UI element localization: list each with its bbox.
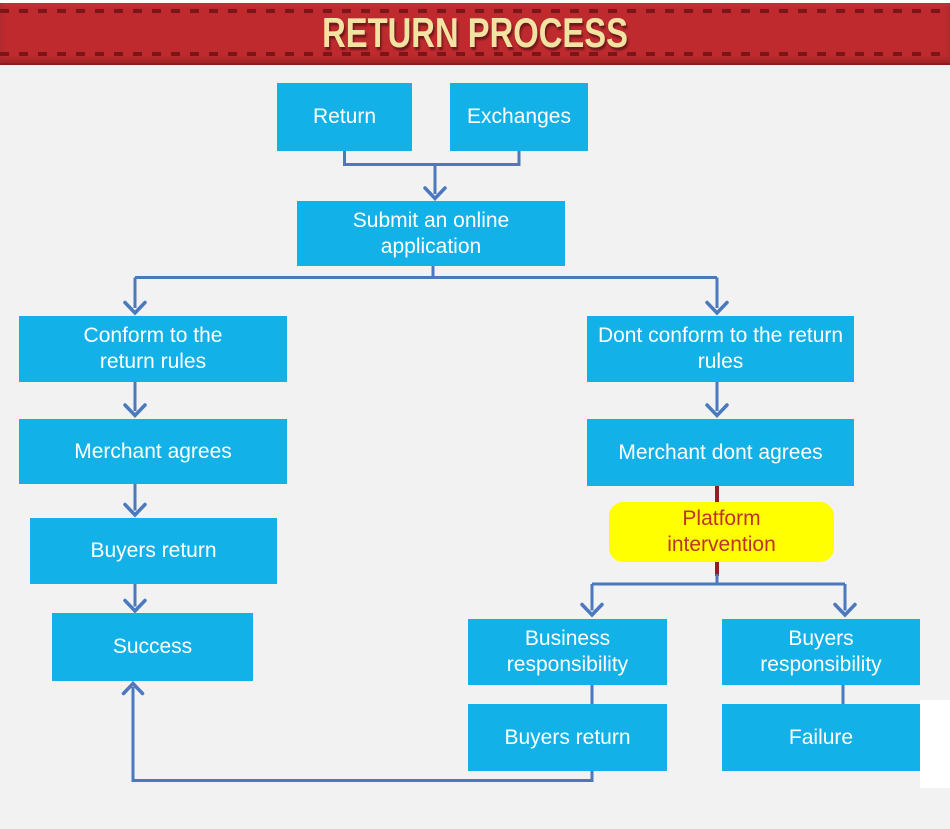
node-submit-application-label: Submit an online application — [352, 208, 510, 258]
connector-platform-split — [590, 574, 847, 611]
arrowhead-to-submit — [423, 186, 447, 202]
connector-return-exchanges-merge — [343, 151, 521, 166]
connector-submit-split — [133, 266, 719, 308]
arrowhead-to-merchant-dont-agrees — [705, 403, 729, 419]
node-buyers-return-right-label: Buyers return — [504, 725, 631, 749]
node-buyers-return-right: Buyers return — [468, 704, 667, 771]
node-exchanges: Exchanges — [450, 83, 588, 151]
arrowhead-to-merchant-agrees — [123, 403, 147, 419]
arrowhead-to-business-responsibility — [580, 602, 604, 618]
node-buyers-return-left: Buyers return — [30, 518, 277, 584]
background-white-patch — [920, 700, 950, 788]
node-dont-conform-rules-label: Dont conform to the return rules — [597, 324, 844, 373]
arrowhead-up-to-success — [121, 680, 145, 696]
node-return: Return — [277, 83, 412, 151]
node-dont-conform-rules: Dont conform to the return rules — [587, 316, 854, 382]
node-return-label: Return — [312, 105, 377, 128]
node-buyers-return-left-label: Buyers return — [90, 539, 217, 562]
node-submit-application: Submit an online application — [297, 201, 565, 266]
node-merchant-dont-agrees: Merchant dont agrees — [587, 419, 854, 486]
node-merchant-dont-agrees-label: Merchant dont agrees — [618, 440, 823, 464]
banner-dash-bottom — [0, 52, 950, 56]
node-business-responsibility: Business responsibility — [468, 619, 667, 685]
node-buyers-responsibility: Buyers responsibility — [722, 619, 920, 685]
header-banner: RETURN PROCESS — [0, 3, 950, 65]
arrowhead-to-buyers-return-left — [123, 502, 147, 518]
node-merchant-agrees-label: Merchant agrees — [74, 439, 232, 463]
arrowhead-to-success — [123, 598, 147, 614]
page-title: RETURN PROCESS — [322, 9, 628, 56]
arrowhead-to-conform — [123, 300, 147, 316]
top-white-strip — [0, 0, 950, 3]
connector-buyers-return-to-success-loop — [131, 687, 594, 782]
banner-dash-top — [0, 9, 950, 13]
node-buyers-responsibility-label: Buyers responsibility — [760, 627, 882, 676]
arrowhead-to-buyers-responsibility — [833, 602, 857, 618]
node-exchanges-label: Exchanges — [467, 105, 571, 128]
page-title-wrap: RETURN PROCESS — [0, 3, 950, 63]
node-platform-intervention: Platform intervention — [609, 502, 834, 562]
node-failure-label: Failure — [788, 725, 854, 749]
node-failure: Failure — [722, 704, 920, 771]
node-business-responsibility-label: Business responsibility — [506, 627, 629, 676]
node-success-label: Success — [112, 635, 193, 658]
arrowhead-to-dont-conform — [705, 300, 729, 316]
node-conform-rules: Conform to the return rules — [19, 316, 287, 382]
node-merchant-agrees: Merchant agrees — [19, 419, 287, 484]
node-success: Success — [52, 613, 253, 681]
node-conform-rules-label: Conform to the return rules — [83, 324, 223, 373]
node-platform-intervention-label: Platform intervention — [667, 507, 776, 556]
